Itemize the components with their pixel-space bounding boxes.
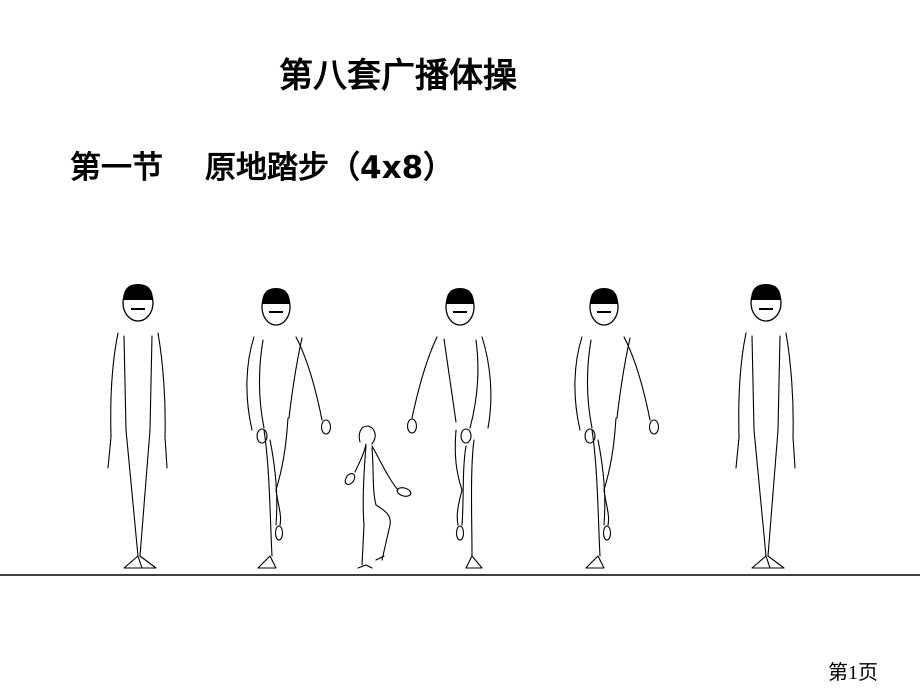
section-number: 第一节 — [70, 150, 163, 186]
figure-march-2 — [406, 288, 492, 569]
figure-march-3 — [574, 288, 660, 569]
figure-march-1 — [246, 288, 332, 569]
figure-standing-1 — [107, 284, 168, 569]
figure-standing-2 — [735, 284, 796, 569]
slide-title: 第八套广播体操 — [279, 56, 517, 96]
page-number: 第1页 — [828, 662, 878, 684]
figure-march-side — [344, 425, 412, 569]
section-heading: 第一节 原地踏步（4x8） — [70, 146, 454, 190]
section-name: 原地踏步（4x8） — [205, 150, 455, 186]
